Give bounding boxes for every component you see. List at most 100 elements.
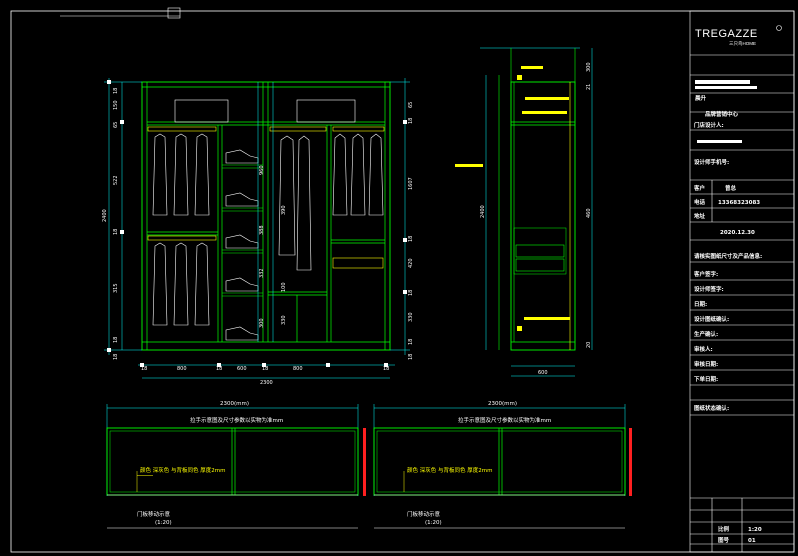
tb-row-2: 品牌营销中心 (705, 110, 739, 118)
side-dim-top: 300 (586, 62, 592, 72)
tb-bottom-label-1: 比例 (718, 525, 730, 533)
tb-field-1: 客户签字: (693, 270, 718, 278)
logo-registered-icon (776, 25, 782, 31)
tb-field-7: 审核日期: (694, 360, 718, 368)
side-dim-lines (485, 48, 593, 377)
side-dim-small: 21 (586, 84, 592, 90)
side-drawer-frame (513, 227, 567, 275)
door-right-frame (373, 427, 626, 496)
center-dim-7: 330 (281, 315, 287, 325)
center-dim-2: 388 (259, 225, 265, 235)
right-dim-7: 330 (408, 312, 414, 322)
door-left-inner-note: 颜色 深灰色 与背板同色 厚度2mm (140, 466, 225, 474)
logo-sub: 三只鸟HOME (729, 40, 756, 47)
door-left-leader (137, 475, 153, 476)
tb-client-label: 客户 (693, 184, 705, 192)
door-view-right: 2300(mm) 拉手示意图及尺寸参数以实物为准mm 颜色 深灰色 与背板同色 … (373, 401, 632, 529)
storage-box-left (174, 99, 229, 123)
hanging-clothes (152, 133, 384, 326)
front-dim-labels: 18 150 65 522 18 315 18 18 2400 65 18 16… (102, 88, 414, 386)
door-right-caption: 门板移动示意 (407, 510, 441, 518)
tb-field-8: 下单日期: (694, 375, 718, 383)
door-right-note: 拉手示意图及尺寸参数以实物为准mm (458, 416, 551, 424)
bottom-dim-6: 800 (293, 366, 303, 372)
left-dim-6: 315 (113, 283, 119, 293)
width-total-label: 2300 (260, 380, 273, 386)
title-block-text: 晨升 品牌营销中心 门店设计人: 设计师手机号: 客户 曾总 电话 133683… (693, 94, 762, 544)
side-dim-labels: 300 2400 460 600 21 20 (480, 62, 592, 376)
hanging-rod-3 (269, 126, 327, 132)
tb-date-value: 2020.12.30 (720, 230, 755, 236)
front-dim-lines (104, 78, 410, 379)
side-dim-mid: 460 (586, 208, 592, 218)
side-view: 300 2400 460 600 21 20 (455, 47, 593, 377)
left-dim-8: 18 (113, 354, 119, 360)
center-dim-1: 960 (259, 165, 265, 175)
side-dim-height: 2400 (480, 205, 486, 218)
hanging-rod-2 (147, 235, 217, 241)
door-left-scale: (1:20) (155, 520, 172, 526)
title-block-frame (689, 10, 795, 553)
drawing-border (10, 10, 795, 553)
tb-bottom-value-2: 01 (748, 538, 756, 544)
tb-field-2: 设计师签字: (694, 285, 724, 293)
right-dim-3: 1607 (408, 177, 414, 190)
bottom-dim-5: 18 (262, 366, 268, 372)
door-left-caption: 门板移动示意 (137, 510, 171, 518)
bottom-dim-7: 18 (383, 366, 389, 372)
right-dim-9: 18 (408, 354, 414, 360)
left-dim-2: 150 (113, 100, 119, 110)
left-dim-1: 18 (113, 88, 119, 94)
center-dim-6: 100 (281, 282, 287, 292)
title-logo: TREGAZZE 三只鸟HOME (695, 25, 782, 47)
door-right-inner (376, 430, 623, 493)
right-dim-8: 18 (408, 339, 414, 345)
title-block (689, 10, 795, 553)
tb-bottom-value-1: 1:20 (748, 527, 762, 533)
bottom-dim-4: 600 (237, 366, 247, 372)
tb-client-name: 曾总 (725, 184, 737, 192)
door-left-inner (109, 430, 356, 493)
shoes (225, 149, 259, 341)
top-strip-box (167, 7, 181, 19)
center-dim-4: 300 (259, 318, 265, 328)
door-right-red-marks (629, 428, 632, 496)
hanging-rod-1 (147, 126, 217, 132)
center-dim-3: 332 (259, 268, 265, 278)
door-right-scale: (1:20) (425, 520, 442, 526)
hanging-rod-4 (332, 126, 385, 132)
height-total-label: 2400 (102, 209, 108, 222)
door-left-note: 拉手示意图及尺寸参数以实物为准mm (190, 416, 283, 424)
bottom-dim-3: 18 (216, 366, 222, 372)
tb-field-9: 图纸状态确认: (694, 404, 729, 412)
side-dim-bottom: 20 (586, 342, 592, 348)
door-left-red-marks (363, 428, 366, 496)
right-dim-5: 420 (408, 258, 414, 268)
door-right-inner-note: 颜色 深灰色 与背板同色 厚度2mm (407, 466, 492, 474)
tb-row-1: 晨升 (695, 94, 707, 102)
tb-row-4: 设计师手机号: (694, 158, 729, 166)
side-drawer-2 (515, 258, 565, 272)
door-right-width: 2300(mm) (488, 401, 517, 407)
left-dim-7: 18 (113, 337, 119, 343)
right-dim-6: 18 (408, 290, 414, 296)
door-left-frame (106, 427, 359, 496)
side-dim-depth: 600 (538, 370, 548, 376)
center-dim-5: 390 (281, 205, 287, 215)
side-drawer-1 (515, 244, 565, 258)
bottom-dim-2: 800 (177, 366, 187, 372)
left-dim-3: 65 (113, 122, 119, 128)
door-left-width: 2300(mm) (220, 401, 249, 407)
tb-address-label: 地址 (694, 212, 706, 220)
side-highlights (455, 66, 570, 331)
right-dim-4: 18 (408, 236, 414, 242)
tb-field-3: 日期: (694, 300, 707, 308)
right-dim-1: 65 (408, 102, 414, 108)
cabinet-outline (141, 81, 391, 351)
shoe-shelves (222, 164, 263, 297)
tb-field-6: 审核人: (694, 345, 713, 353)
storage-box-right (296, 99, 356, 123)
tb-phone-label: 电话 (694, 198, 706, 206)
tb-field-4: 设计图纸确认: (694, 315, 729, 323)
